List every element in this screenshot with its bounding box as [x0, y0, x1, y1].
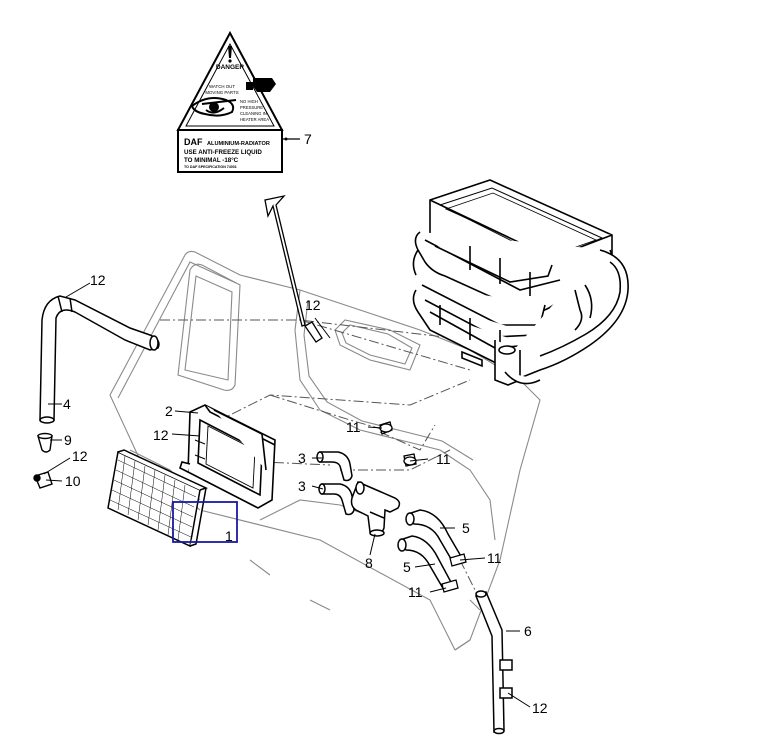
hose-part-3-upper — [316, 451, 353, 482]
t-piece-part-8 — [350, 480, 401, 537]
callout-2: 2 — [165, 403, 173, 419]
callout-12-d: 12 — [305, 297, 321, 313]
pressure-washer-icon — [190, 97, 237, 117]
clip-part-9 — [37, 432, 53, 453]
hand-in-fan-icon — [246, 78, 276, 92]
callout-5-upper: 5 — [462, 520, 470, 536]
callout-3-lower: 3 — [298, 478, 306, 494]
spec-line: TO DAF SPECIFICATION 74001 — [184, 165, 237, 169]
callout-4: 4 — [63, 396, 71, 412]
callout-11-a: 11 — [346, 419, 361, 435]
clip-part-10 — [33, 471, 53, 489]
heater-housing — [412, 179, 629, 386]
callout-12-a: 12 — [90, 272, 106, 288]
radiator-title: ALUMINIUM-RADIATOR — [207, 141, 270, 147]
watch-out-line2: MOVING PARTS — [205, 90, 238, 95]
pressure-line3: CLEANING IN — [240, 111, 267, 116]
pressure-line2: PRESSURE — [240, 105, 263, 110]
hose-part-3-lower — [318, 483, 355, 516]
callout-numbers: 1 2 3 3 4 5 5 6 7 8 9 10 11 11 11 11 12 … — [63, 131, 548, 716]
callout-7: 7 — [304, 131, 312, 147]
callout-6: 6 — [524, 623, 532, 639]
callout-9: 9 — [64, 432, 72, 448]
cab-panel-outline — [109, 250, 541, 651]
pressure-line1: NO HIGH — [240, 99, 258, 104]
clamps-part-11 — [379, 421, 467, 593]
label-pointer-arrow — [264, 194, 306, 327]
callout-leaders — [43, 282, 531, 708]
warning-label-text: DANGER WATCH OUT MOVING PARTS NO HIGH PR… — [184, 64, 270, 169]
brand-text: DAF — [184, 137, 203, 147]
callout-11-b: 11 — [436, 451, 451, 467]
selected-part-highlight[interactable] — [172, 501, 238, 543]
callout-8: 8 — [365, 555, 373, 571]
callout-12-e: 12 — [532, 700, 548, 716]
exclamation-icon — [228, 46, 232, 58]
antifreeze-line1: USE ANTI-FREEZE LIQUID — [184, 149, 262, 156]
callout-11-c: 11 — [487, 550, 502, 566]
radiator-frame — [179, 404, 276, 509]
callout-10: 10 — [65, 473, 81, 489]
small-hose-near-housing — [304, 321, 323, 343]
pressure-line4: HEATER AREA — [240, 117, 269, 122]
danger-text: DANGER — [216, 64, 244, 71]
callout-3-upper: 3 — [298, 450, 306, 466]
callout-12-c: 12 — [153, 427, 169, 443]
callout-5-lower: 5 — [403, 559, 411, 575]
callout-12-b: 12 — [72, 448, 88, 464]
callout-1: 1 — [225, 528, 233, 544]
pipe-part-6 — [475, 590, 513, 735]
warning-label: DANGER WATCH OUT MOVING PARTS NO HIGH PR… — [176, 30, 300, 173]
antifreeze-line2: TO MINIMAL -18°C — [184, 157, 239, 164]
hose-part-4 — [39, 295, 160, 424]
callout-11-d: 11 — [408, 584, 423, 600]
watch-out-line1: WATCH OUT — [209, 84, 235, 89]
